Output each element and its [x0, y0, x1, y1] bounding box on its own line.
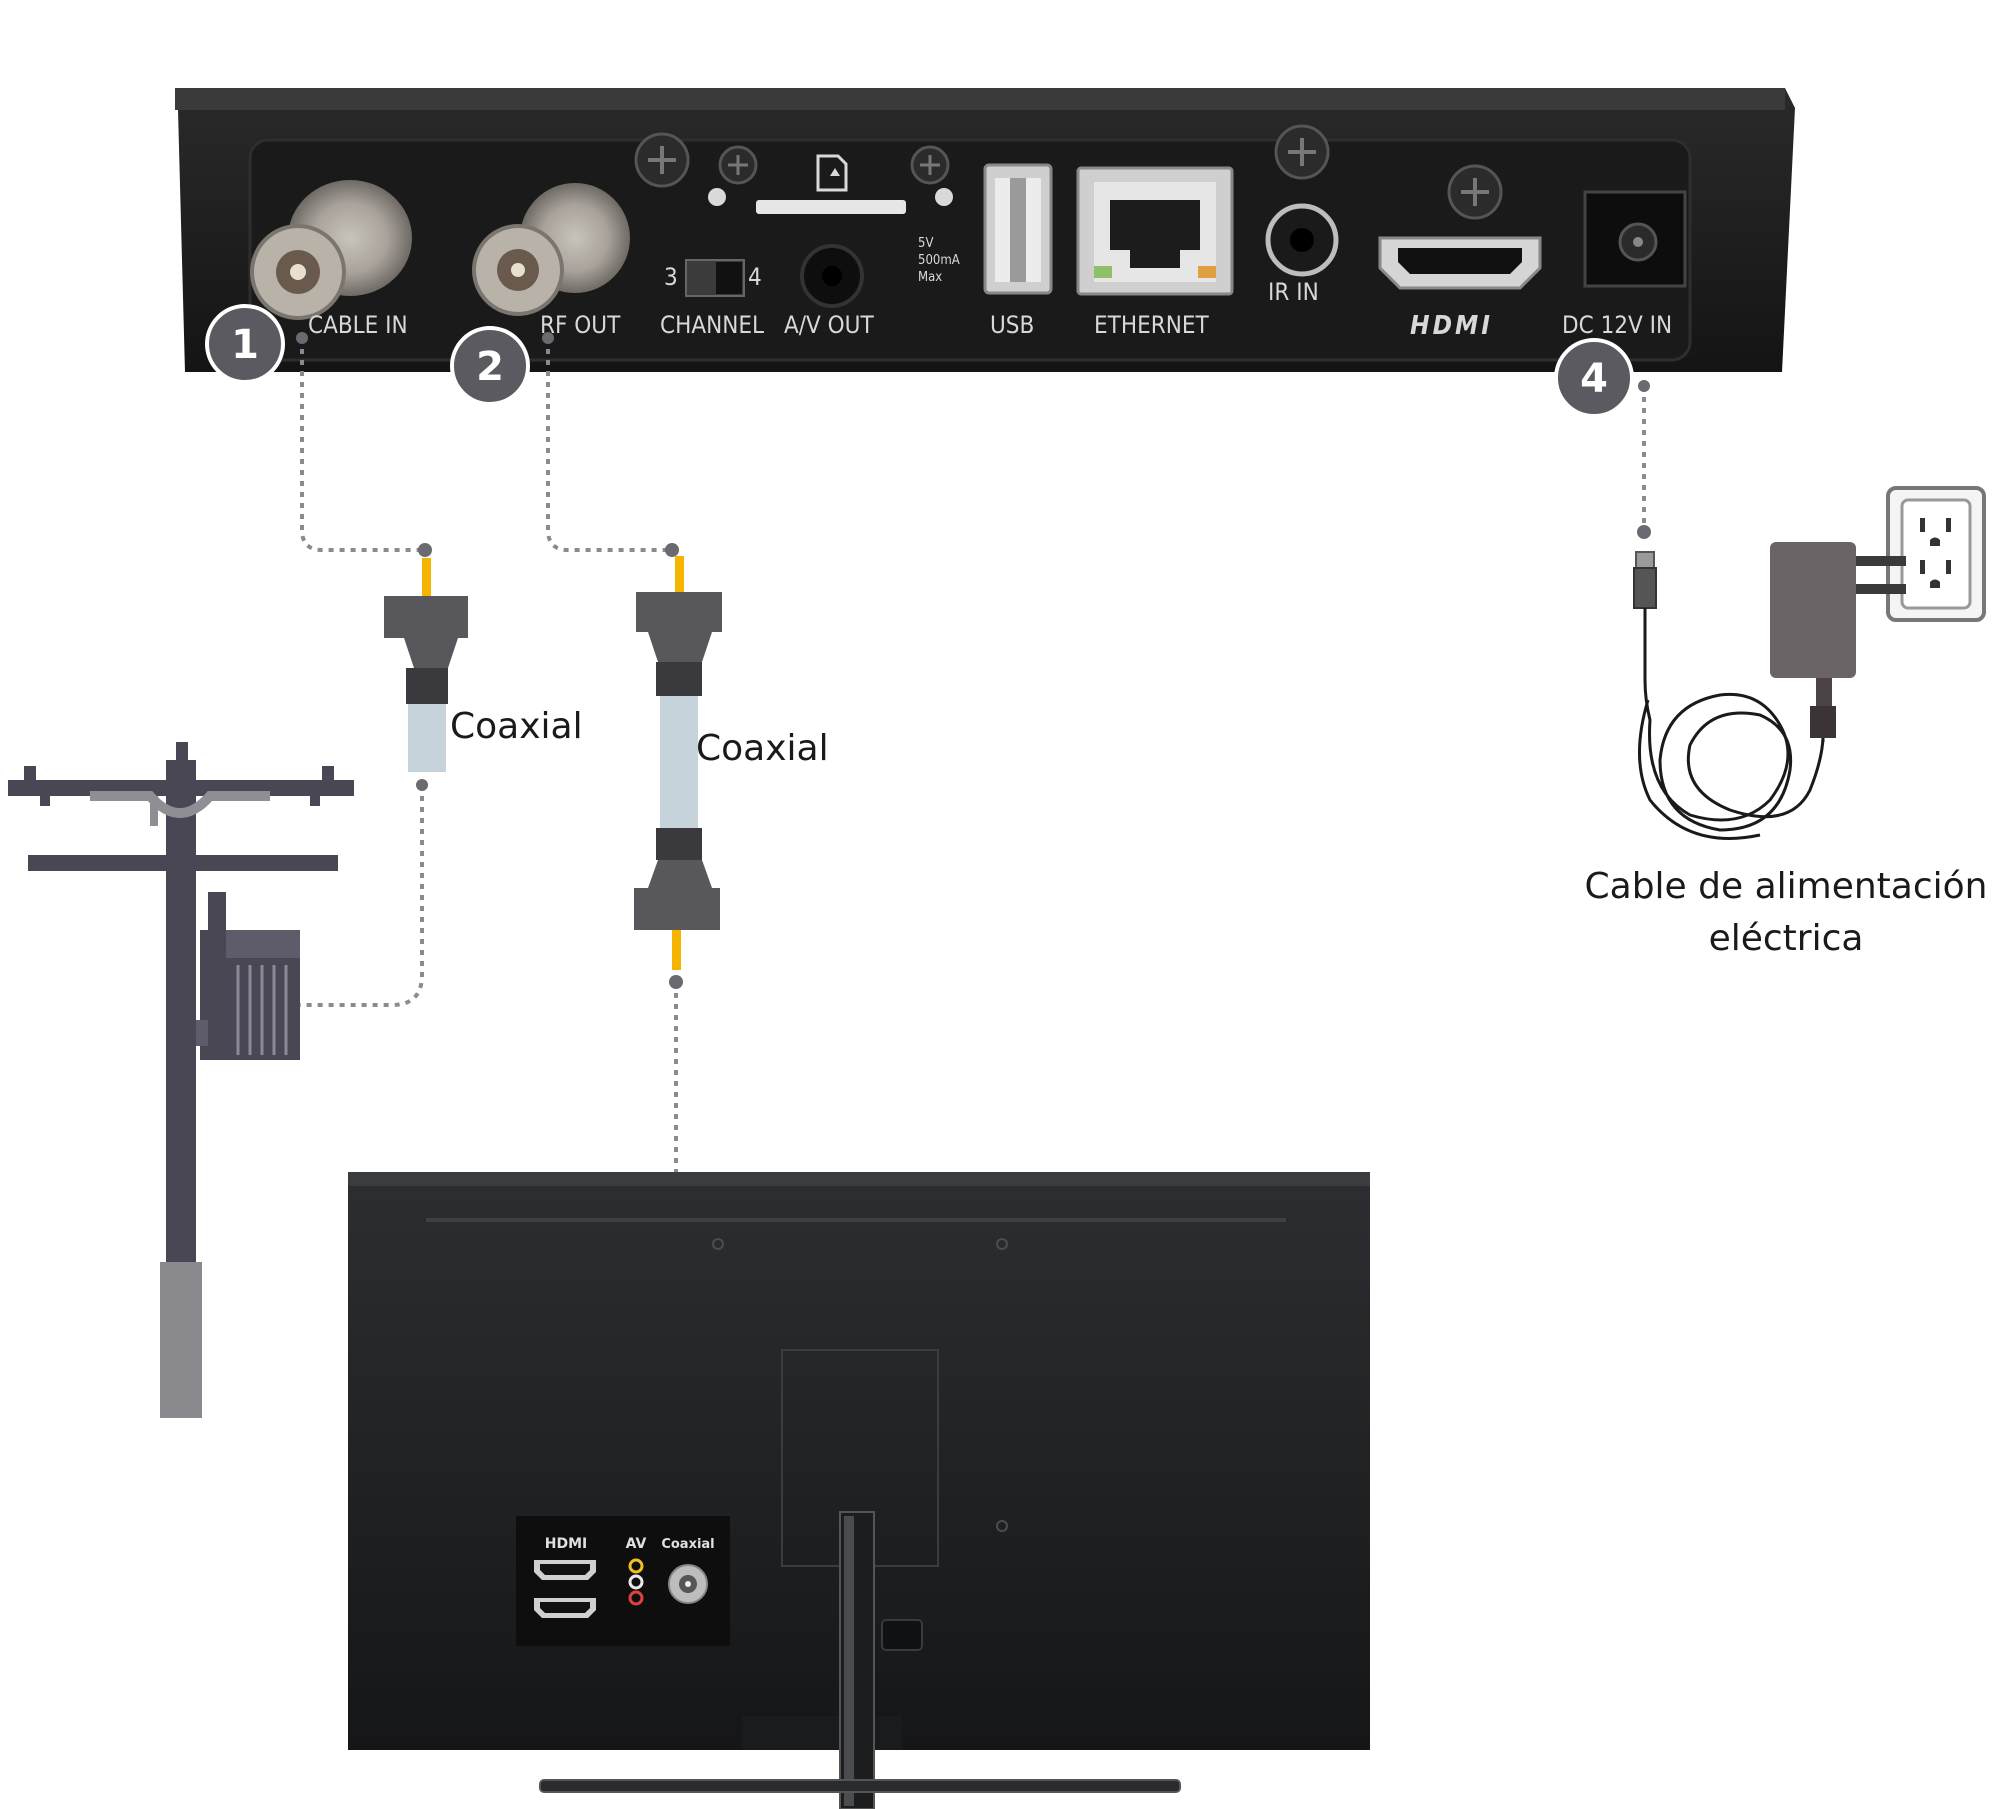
- power-cable-label-line2: eléctrica: [1709, 918, 1864, 959]
- ethernet-port[interactable]: [1076, 166, 1234, 296]
- step-badge-2: 2: [450, 326, 530, 406]
- channel-4-label: 4: [748, 263, 762, 291]
- av-out-port[interactable]: [800, 244, 864, 308]
- tv-rear: [348, 1172, 1370, 1809]
- tv-coaxial-label: Coaxial: [661, 1537, 714, 1552]
- svg-text:4: 4: [1580, 356, 1608, 402]
- hdmi-port[interactable]: [1378, 236, 1542, 290]
- tv-av-port-white[interactable]: [628, 1574, 644, 1590]
- screw-icon: [1274, 124, 1330, 180]
- usb-spec-label: Max: [918, 270, 942, 285]
- rf-out-label: RF OUT: [540, 311, 621, 339]
- tv-hdmi-port-1[interactable]: [534, 1560, 596, 1580]
- tv-coaxial-port[interactable]: [668, 1564, 708, 1604]
- led-indicator: [935, 188, 953, 206]
- screw-icon: [718, 145, 758, 185]
- dc-in-port[interactable]: [1583, 190, 1687, 288]
- screw-icon: [910, 145, 950, 185]
- svg-text:1: 1: [231, 322, 259, 368]
- cable-in-port[interactable]: [250, 180, 412, 320]
- card-slot[interactable]: [756, 200, 906, 214]
- hdmi-label: HDMI: [1410, 311, 1493, 341]
- tv-av-label: AV: [626, 1536, 647, 1552]
- tv-hdmi-label: HDMI: [545, 1536, 587, 1552]
- coaxial-label-2: Coaxial: [696, 728, 829, 769]
- av-out-label: A/V OUT: [784, 311, 874, 339]
- coaxial-cable-1: [384, 558, 468, 772]
- coaxial-label-1: Coaxial: [450, 706, 583, 747]
- cable-in-label: CABLE IN: [308, 311, 408, 339]
- rf-out-port[interactable]: [472, 183, 630, 316]
- tv-av-port-yellow[interactable]: [628, 1558, 644, 1574]
- screw-icon: [634, 132, 690, 188]
- tv-input-panel: HDMI AV Coaxial: [516, 1516, 730, 1646]
- tv-hdmi-port-2[interactable]: [534, 1598, 596, 1618]
- led-indicator: [708, 188, 726, 206]
- power-cable-label-line1: Cable de alimentación: [1585, 866, 1988, 907]
- ethernet-label: ETHERNET: [1094, 311, 1209, 339]
- usb-spec-label: 500mA: [918, 253, 960, 268]
- svg-text:2: 2: [476, 344, 504, 390]
- utility-pole-icon: [8, 742, 354, 1418]
- usb-port[interactable]: [983, 163, 1053, 295]
- screw-icon: [1447, 164, 1503, 220]
- power-cable: [1633, 551, 1825, 840]
- tv-av-port-red[interactable]: [628, 1590, 644, 1606]
- step-badge-1: 1: [205, 304, 285, 384]
- power-adapter-icon: [1770, 542, 1906, 738]
- channel-label: CHANNEL: [660, 311, 764, 339]
- usb-label: USB: [990, 311, 1034, 339]
- set-top-box: CABLE IN RF OUT 3 4 CHANNEL A/V OUT 5V 5…: [175, 88, 1795, 372]
- wall-outlet-icon: [1886, 486, 1986, 622]
- usb-spec-label: 5V: [918, 236, 933, 251]
- channel-3-label: 3: [664, 263, 678, 291]
- ir-in-port[interactable]: [1265, 203, 1339, 277]
- coaxial-cable-2: [634, 556, 722, 970]
- card-slot-icon: [816, 154, 848, 192]
- ir-in-label: IR IN: [1268, 278, 1319, 306]
- step-badge-4: 4: [1554, 338, 1634, 418]
- dc-in-label: DC 12V IN: [1562, 311, 1672, 339]
